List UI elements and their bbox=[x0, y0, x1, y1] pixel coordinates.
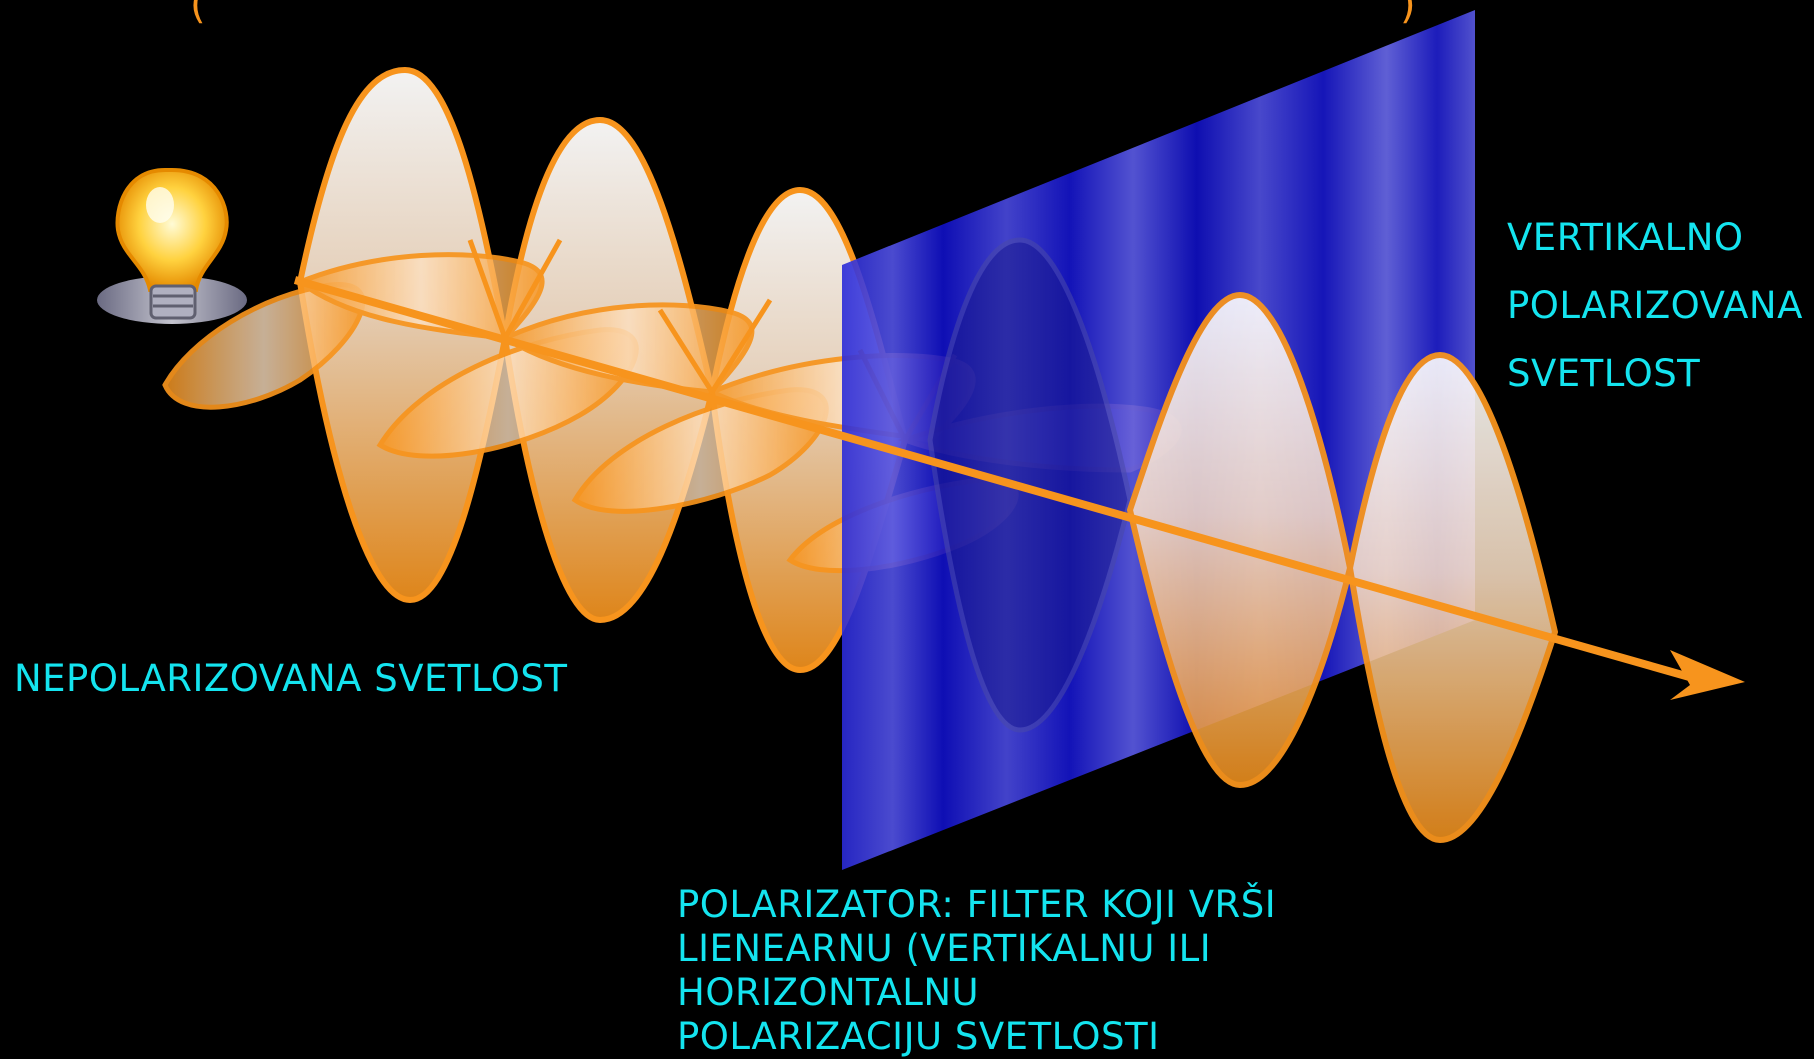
vertical-polarized-light-label: VERTIKALNO POLARIZOVANA SVETLOST bbox=[1507, 204, 1803, 408]
polarizer-line: POLARIZATOR: FILTER KOJI VRŠI bbox=[677, 883, 1277, 926]
vertical-label-line: VERTIKALNO bbox=[1507, 216, 1744, 259]
top-cropped-text-right: ) bbox=[1400, 0, 1416, 28]
light-bulb-icon bbox=[97, 168, 247, 324]
polarizer-line: POLARIZACIJU SVETLOSTI bbox=[677, 1015, 1160, 1058]
polarized-wave-vertical bbox=[1127, 292, 1558, 843]
unpolarized-light-label: NEPOLARIZOVANA SVETLOST bbox=[14, 657, 568, 700]
arrow-head-icon bbox=[1670, 650, 1745, 700]
vertical-label-line: POLARIZOVANA bbox=[1507, 284, 1803, 327]
vertical-label-line: SVETLOST bbox=[1507, 352, 1701, 395]
light-beam bbox=[293, 276, 1702, 684]
polarizer-line: HORIZONTALNU bbox=[677, 971, 980, 1014]
polarizer-description: POLARIZATOR: FILTER KOJI VRŠI LIENEARNU … bbox=[677, 883, 1276, 1059]
top-cropped-text-left: ( bbox=[190, 0, 206, 28]
polarizer-line: LIENEARNU (VERTIKALNU ILI bbox=[677, 927, 1212, 970]
wave-behind-filter bbox=[927, 237, 1133, 733]
